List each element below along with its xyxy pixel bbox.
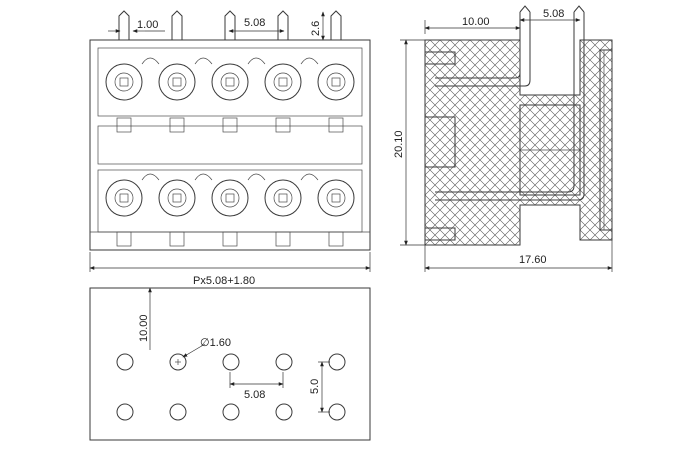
dim-pcb-offset: 10.00 bbox=[138, 287, 152, 350]
wire-entry bbox=[275, 117, 291, 133]
pcb-hole bbox=[222, 353, 240, 371]
arch bbox=[194, 57, 213, 65]
front-pin bbox=[330, 10, 342, 40]
screw-ring bbox=[326, 72, 346, 92]
dim-hole-diameter: ∅1.60 bbox=[182, 337, 231, 358]
pcb-hole bbox=[328, 353, 346, 371]
screw-head bbox=[105, 63, 143, 101]
screw-slot bbox=[225, 77, 235, 87]
bottom-strip bbox=[97, 169, 363, 233]
pcb-layout: 10.00 ∅1.60 5.08 5.0 bbox=[89, 287, 371, 441]
dim-side-top-label: 10.00 bbox=[462, 16, 490, 28]
dim-side-top: 10.00 bbox=[424, 16, 521, 34]
front-screws bbox=[105, 57, 355, 247]
screw-head bbox=[317, 179, 355, 217]
screw-ring bbox=[167, 72, 187, 92]
front-body bbox=[89, 39, 371, 251]
screw-ring bbox=[220, 188, 240, 208]
pcb-hole bbox=[328, 403, 346, 421]
dim-total-width-label: Px5.08+1.80 bbox=[193, 275, 255, 287]
front-view: 1.00 5.08 2.6 Px5.08+1.80 bbox=[89, 10, 371, 287]
screw-ring bbox=[114, 188, 134, 208]
dim-hole-pitch: 5.08 bbox=[229, 372, 284, 401]
side-pins bbox=[435, 5, 585, 201]
pcb-hole bbox=[116, 403, 134, 421]
arch bbox=[247, 57, 266, 65]
screw-ring bbox=[273, 72, 293, 92]
wire-entry bbox=[222, 117, 238, 133]
dim-side-height: 20.10 bbox=[393, 39, 425, 246]
dim-side-depth-label: 17.60 bbox=[519, 254, 547, 266]
wire-entry bbox=[169, 231, 185, 247]
screw-ring bbox=[220, 72, 240, 92]
pcb-outline bbox=[89, 287, 371, 441]
screw-ring bbox=[273, 188, 293, 208]
screw-head bbox=[211, 63, 249, 101]
dim-pin-height: 2.6 bbox=[310, 11, 325, 41]
front-pin bbox=[171, 10, 183, 40]
dim-pin-pitch: 5.08 bbox=[228, 17, 285, 33]
front-pins bbox=[118, 10, 342, 40]
wire-entry bbox=[328, 231, 344, 247]
screw-slot bbox=[331, 193, 341, 203]
top-strip bbox=[97, 47, 363, 117]
pcb-hole bbox=[116, 353, 134, 371]
dim-pin-width-label: 1.00 bbox=[137, 19, 158, 31]
screw-ring bbox=[326, 188, 346, 208]
screw-slot bbox=[119, 193, 129, 203]
dim-side-height-label: 20.10 bbox=[393, 130, 405, 158]
screw-slot bbox=[278, 193, 288, 203]
screw-head bbox=[264, 63, 302, 101]
dim-hole-pitch-label: 5.08 bbox=[244, 389, 265, 401]
screw-head bbox=[317, 63, 355, 101]
screw-slot bbox=[225, 193, 235, 203]
screw-slot bbox=[172, 77, 182, 87]
screw-head bbox=[158, 63, 196, 101]
pcb-hole bbox=[169, 353, 187, 371]
screw-ring bbox=[167, 188, 187, 208]
dim-row-pitch: 5.0 bbox=[309, 361, 330, 413]
arch bbox=[141, 57, 160, 65]
screw-head bbox=[105, 179, 143, 217]
arch bbox=[247, 173, 266, 181]
dim-pin-height-label: 2.6 bbox=[310, 21, 322, 36]
dim-side-pitch: 5.08 bbox=[519, 8, 581, 22]
screw-head bbox=[211, 179, 249, 217]
arch bbox=[141, 173, 160, 181]
wire-entry bbox=[116, 117, 132, 133]
dim-pin-pitch-label: 5.08 bbox=[244, 17, 265, 29]
screw-head bbox=[264, 179, 302, 217]
dim-side-pitch-label: 5.08 bbox=[543, 8, 564, 20]
screw-slot bbox=[331, 77, 341, 87]
dim-side-depth: 17.60 bbox=[424, 240, 613, 272]
pcb-hole bbox=[275, 403, 293, 421]
screw-head bbox=[158, 179, 196, 217]
wire-entry bbox=[222, 231, 238, 247]
wire-entry bbox=[169, 117, 185, 133]
dim-row-pitch-label: 5.0 bbox=[309, 379, 321, 394]
arch bbox=[194, 173, 213, 181]
arch bbox=[300, 57, 319, 65]
front-pin bbox=[118, 10, 130, 40]
arch bbox=[300, 173, 319, 181]
dim-hole-diameter-label: ∅1.60 bbox=[200, 337, 231, 349]
dim-pin-width: 1.00 bbox=[108, 19, 165, 33]
screw-ring bbox=[114, 72, 134, 92]
dim-pcb-offset-label: 10.00 bbox=[138, 314, 150, 342]
wire-entry bbox=[275, 231, 291, 247]
pcb-hole bbox=[222, 403, 240, 421]
wire-entry bbox=[116, 231, 132, 247]
wire-entry bbox=[328, 117, 344, 133]
dim-total-width: Px5.08+1.80 bbox=[89, 252, 371, 287]
front-pin bbox=[277, 10, 289, 40]
pcb-hole bbox=[169, 403, 187, 421]
pcb-hole bbox=[275, 353, 293, 371]
screw-slot bbox=[172, 193, 182, 203]
middle-band bbox=[97, 125, 363, 165]
screw-slot bbox=[119, 77, 129, 87]
side-view: 10.00 5.08 20.10 17.60 bbox=[393, 5, 613, 272]
screw-slot bbox=[278, 77, 288, 87]
front-pin bbox=[224, 10, 236, 40]
